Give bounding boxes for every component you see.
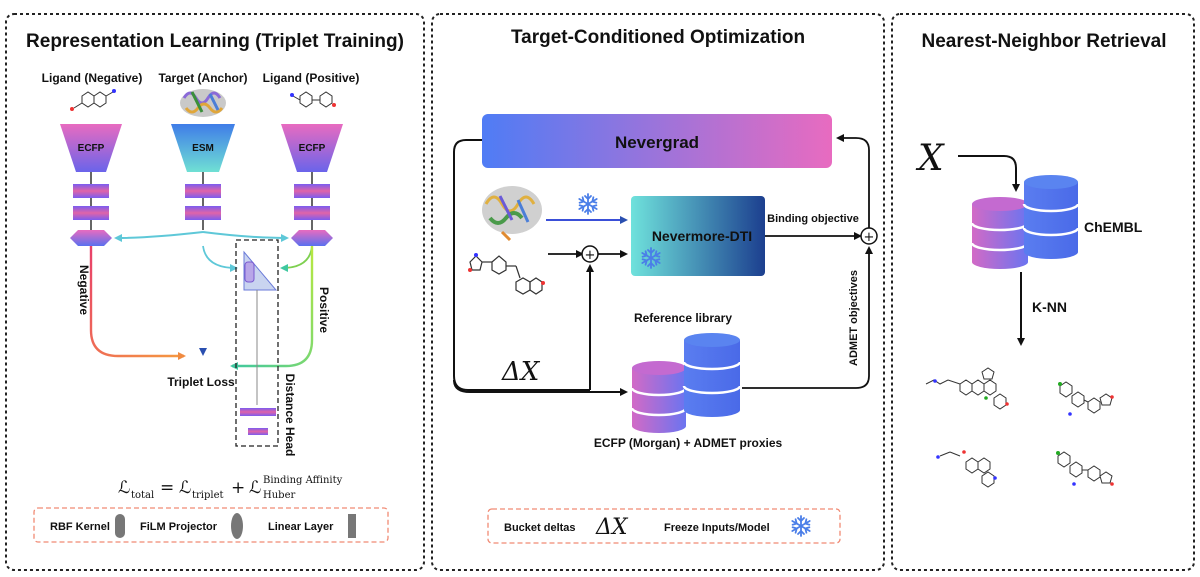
right-panel-title: Nearest-Neighbor Retrieval — [922, 31, 1167, 52]
nevermore-dti-block — [631, 196, 765, 276]
loss-equation: ℒ total = ℒ triplet + ℒ Binding Affinity… — [118, 475, 343, 501]
target-anchor-label: Target (Anchor) — [158, 71, 247, 85]
rbf-kernel-block — [244, 261, 255, 283]
middle-legend-box — [487, 508, 841, 544]
positive-arrow — [230, 246, 314, 370]
middle-panel-title: Target-Conditioned Optimization — [511, 27, 805, 48]
sum-node-plus: + — [585, 248, 596, 263]
combiner-plus: + — [864, 230, 875, 245]
database-icon — [630, 361, 688, 433]
snowflake-icon — [578, 193, 598, 215]
distance-head-box — [235, 239, 279, 447]
chembl-label: ChEMBL — [1084, 219, 1143, 235]
eq-term1: ℒ — [179, 478, 191, 498]
linear-layer — [73, 184, 109, 198]
admet-objectives-label: ADMET objectives — [848, 270, 860, 366]
linear-layer-symbol — [348, 514, 356, 538]
ecfp-encoder-right — [281, 124, 343, 172]
molecule-icon — [1058, 381, 1114, 416]
legend-linear-layer: Linear Layer — [268, 521, 334, 533]
library-to-combiner-arrow — [742, 246, 873, 389]
panel-middle-border — [431, 13, 885, 571]
protein-structure-icon — [482, 186, 542, 242]
legend-bucket-deltas: Bucket deltas — [504, 522, 576, 534]
distance-head-label: Distance Head — [283, 374, 297, 457]
query-x-symbol: X — [915, 138, 945, 179]
eq-lhs: ℒ — [118, 478, 130, 498]
delta-x-label: ΔX — [501, 357, 541, 387]
reference-library-label: Reference library — [634, 311, 732, 325]
positive-embedding — [291, 230, 333, 246]
legend-rbf-kernel: RBF Kernel — [50, 521, 110, 533]
eq-equals: = — [160, 478, 174, 498]
delta-to-library-arrow — [453, 379, 628, 396]
ecfp-proxies-label: ECFP (Morgan) + ADMET proxies — [594, 436, 783, 450]
knn-label: K-NN — [1032, 299, 1067, 315]
combiner-to-nevergrad-arrow — [836, 134, 870, 228]
eq-term2-sub: Huber — [263, 490, 295, 501]
linear-layer — [294, 206, 330, 220]
linear-layer — [185, 206, 221, 220]
negative-label: Negative — [77, 265, 91, 315]
nevergrad-label: Nevergrad — [615, 133, 699, 152]
left-panel-title: Representation Learning (Triplet Trainin… — [26, 31, 404, 52]
nevergrad-block — [482, 114, 832, 168]
legend-freeze: Freeze Inputs/Model — [664, 522, 770, 534]
molecule-icon — [925, 367, 1009, 410]
database-icon — [682, 333, 742, 417]
eq-term2: ℒ — [249, 478, 261, 498]
negative-arrow — [89, 246, 186, 360]
nevermore-dti-label: Nevermore-DTI — [652, 228, 752, 244]
ligand-positive-label: Ligand (Positive) — [263, 71, 360, 85]
eq-plus: + — [231, 478, 245, 498]
database-icon — [970, 197, 1030, 269]
panel-left-border — [5, 13, 425, 571]
query-to-chembl-arrow — [958, 155, 1020, 192]
snowflake-icon — [791, 515, 811, 537]
molecule-icon — [936, 450, 997, 488]
film-projector-symbol — [231, 513, 243, 539]
esm-encoder — [171, 124, 235, 172]
left-legend-box — [33, 507, 389, 543]
linear-layer — [73, 206, 109, 220]
positive-label: Positive — [317, 287, 331, 333]
negative-ligand-molecule — [70, 89, 116, 111]
eq-term1-sub: triplet — [192, 490, 224, 501]
nevergrad-loop-line — [453, 139, 590, 391]
triplet-loss-label: Triplet Loss — [167, 375, 235, 389]
binding-objective-label: Binding objective — [767, 213, 859, 225]
eq-lhs-sub: total — [131, 490, 154, 501]
ecfp-left-label: ECFP — [78, 143, 105, 154]
distance-head-layer — [240, 408, 276, 416]
panel-right-border — [891, 13, 1195, 571]
anchor-to-positive-arrow — [202, 231, 289, 242]
rbf-kernel-symbol — [115, 514, 125, 538]
legend-film-projector: FiLM Projector — [140, 521, 218, 533]
positive-ligand-molecule — [290, 91, 336, 108]
linear-layer — [185, 184, 221, 198]
protein-structure-icon — [180, 89, 226, 117]
database-icon — [1022, 175, 1080, 259]
esm-label: ESM — [192, 143, 214, 154]
ligand-negative-label: Ligand (Negative) — [42, 71, 143, 85]
ecfp-right-label: ECFP — [299, 143, 326, 154]
legend-delta-x: ΔX — [595, 515, 629, 540]
molecule-icon — [1056, 451, 1114, 486]
molecule-icon — [468, 253, 545, 295]
linear-layer — [294, 184, 330, 198]
positive-to-distance-head-arrow — [280, 245, 313, 272]
negative-embedding — [70, 230, 112, 246]
distance-head-layer — [248, 428, 268, 435]
anchor-to-distance-head-arrow — [202, 245, 238, 272]
anchor-to-negative-arrow — [114, 231, 204, 242]
eq-term2-sup: Binding Affinity — [263, 475, 343, 486]
ecfp-encoder-left — [60, 124, 122, 172]
